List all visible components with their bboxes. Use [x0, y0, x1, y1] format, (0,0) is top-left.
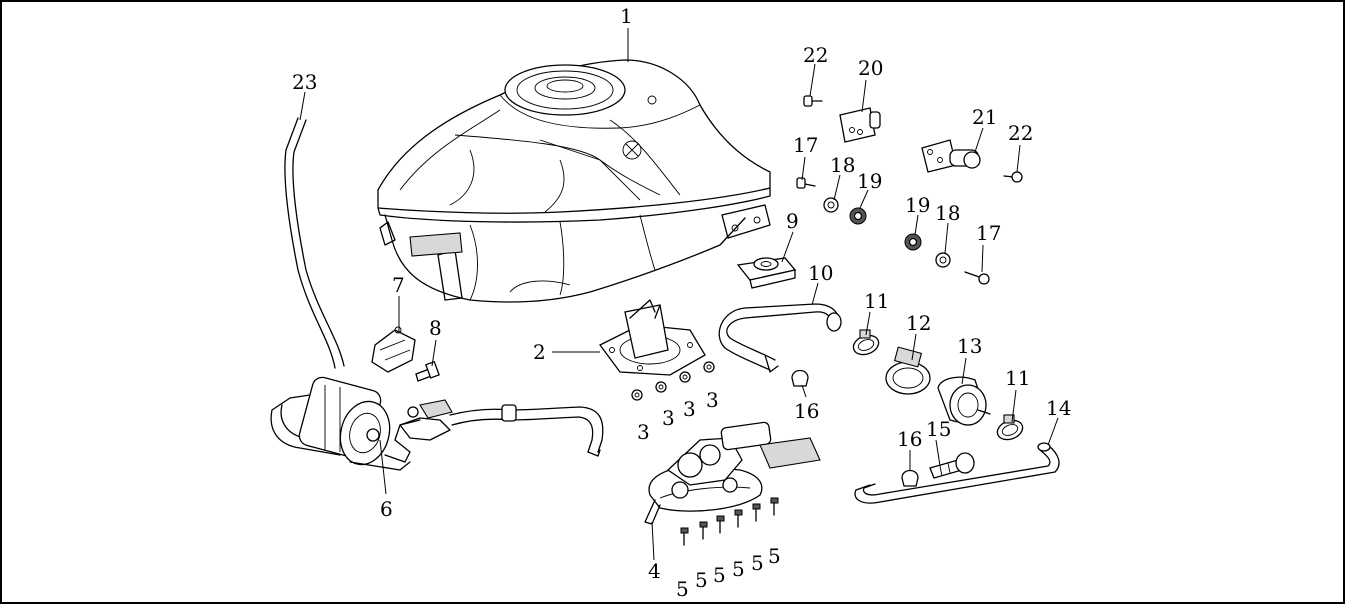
clamp-11b-part — [996, 414, 1024, 441]
callout-11: 11 — [864, 289, 889, 313]
callout-3: 3 — [706, 388, 719, 412]
callout-1: 1 — [620, 4, 633, 28]
bracket-7-part — [371, 326, 416, 373]
callout-15: 15 — [926, 417, 951, 441]
callout-8: 8 — [429, 316, 442, 340]
bolt-22-part — [803, 95, 823, 107]
bolt-17b-part — [964, 271, 990, 285]
bracket-21-part — [921, 139, 981, 173]
callout-5: 5 — [676, 577, 689, 601]
callout-9: 9 — [786, 209, 799, 233]
callout-22: 22 — [803, 43, 828, 67]
callout-18: 18 — [935, 201, 960, 225]
callout-2: 2 — [533, 340, 546, 364]
callout-5: 5 — [732, 557, 745, 581]
screws-5-part — [680, 497, 779, 546]
callout-5: 5 — [713, 563, 726, 587]
callout-5: 5 — [768, 544, 781, 568]
bolt-17-part — [796, 177, 816, 189]
clamp-band-12-part — [885, 346, 931, 395]
callout-12: 12 — [906, 311, 931, 335]
bracket-20-part — [839, 107, 881, 143]
callout-10: 10 — [808, 261, 833, 285]
rubber-mount-9-part — [736, 257, 797, 289]
callout-17: 17 — [793, 133, 818, 157]
vent-hose-part — [284, 117, 345, 369]
callout-21: 21 — [972, 105, 997, 129]
callout-7: 7 — [392, 273, 405, 297]
pump-flange-part — [599, 299, 706, 376]
callout-19: 19 — [905, 193, 930, 217]
nuts-3-part — [631, 361, 715, 401]
cap-16b-part — [901, 469, 919, 487]
callout-13: 13 — [957, 334, 982, 358]
grommet-19-part — [849, 207, 867, 225]
canister-assembly-part — [270, 376, 604, 471]
callout-14: 14 — [1046, 396, 1071, 420]
fuel-filter-13-part — [937, 376, 991, 426]
callout-18: 18 — [830, 153, 855, 177]
callout-17: 17 — [976, 221, 1001, 245]
callout-23: 23 — [292, 70, 317, 94]
callout-16: 16 — [897, 427, 922, 451]
collar-18b-part — [935, 252, 951, 268]
callout-3: 3 — [662, 406, 675, 430]
bolt-8-part — [415, 360, 440, 382]
grommet-19b-part — [904, 233, 922, 251]
callout-11: 11 — [1005, 366, 1030, 390]
callout-22: 22 — [1008, 121, 1033, 145]
hose-10-part — [718, 303, 842, 373]
bolt-22b-part — [1003, 171, 1023, 183]
fuel-pump-part — [644, 421, 821, 525]
callout-3: 3 — [683, 397, 696, 421]
leader-lines — [299, 28, 1059, 561]
fitting-15-part — [929, 452, 975, 479]
callout-labels: 1 2 3 3 3 3 4 5 5 5 5 5 5 6 7 8 9 10 11 … — [292, 4, 1071, 601]
callout-19: 19 — [857, 169, 882, 193]
cap-16-part — [791, 369, 809, 387]
collar-18-part — [823, 197, 839, 213]
callout-4: 4 — [648, 559, 661, 583]
fuel-tank-part — [377, 59, 771, 303]
callout-16: 16 — [794, 399, 819, 423]
callout-5: 5 — [695, 568, 708, 592]
callout-20: 20 — [858, 56, 883, 80]
clamp-11-part — [852, 329, 880, 356]
hose-14-part — [854, 442, 1060, 504]
callout-5: 5 — [751, 551, 764, 575]
callout-6: 6 — [380, 497, 393, 521]
callout-3: 3 — [637, 420, 650, 444]
